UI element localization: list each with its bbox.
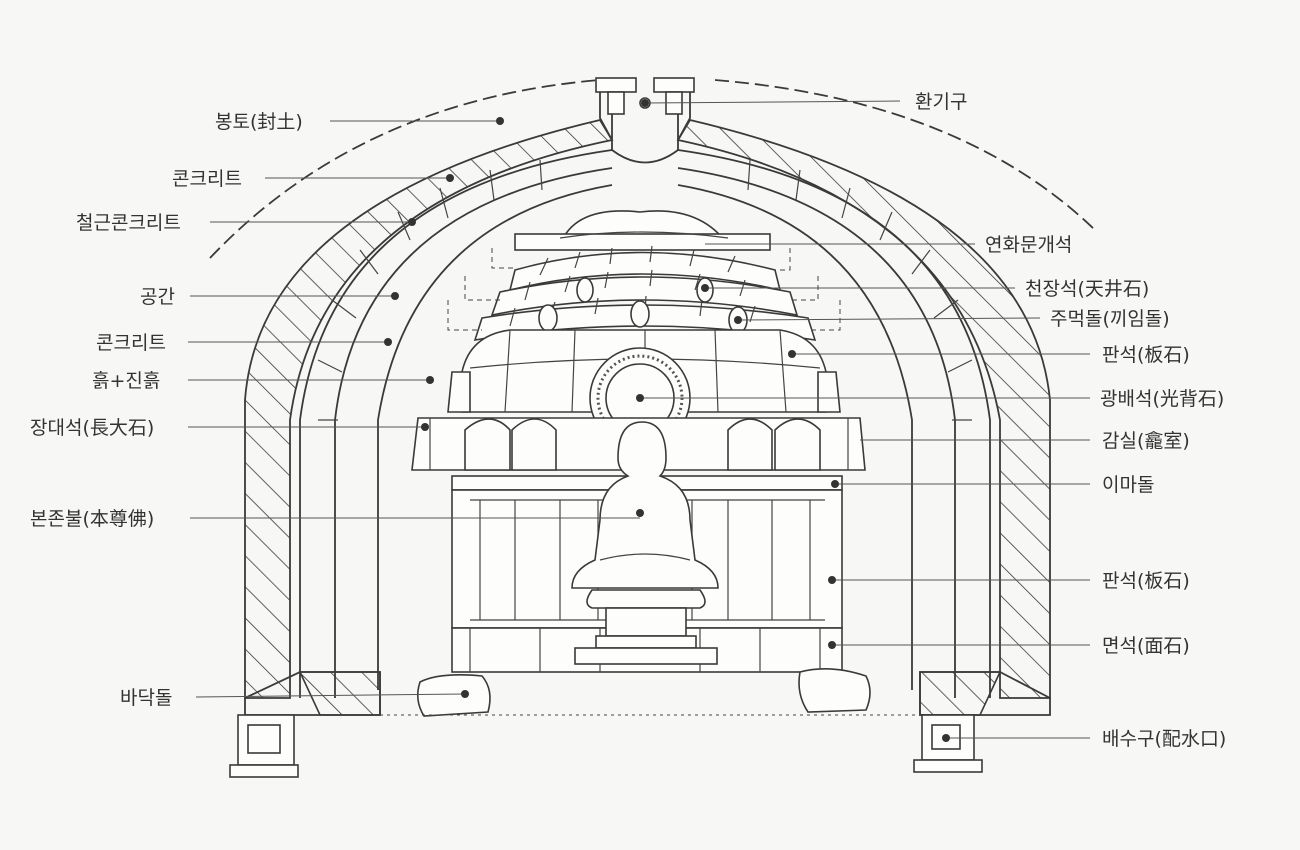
label-space: 공간 (140, 286, 175, 308)
vent-structure (595, 77, 695, 164)
leader-slab-upper: 판석(板石) (788, 344, 1190, 366)
lotus-cover-stone (514, 210, 771, 251)
ceiling-stone-rings (473, 245, 817, 342)
label-rc-concrete: 철근콘크리트 (76, 212, 181, 234)
label-concrete-outer: 콘크리트 (172, 168, 242, 190)
leader-concrete-outer: 콘크리트 (172, 168, 454, 190)
leader-rc-concrete: 철근콘크리트 (76, 212, 416, 234)
leader-drain: 배수구(配水口) (942, 728, 1226, 750)
leader-face-stone: 면석(面石) (828, 635, 1190, 657)
drain-left (229, 714, 299, 778)
label-halo-stone: 광배석(光背石) (1100, 388, 1224, 410)
leader-long-stone: 장대석(長大石) (30, 417, 429, 439)
leader-clay-mix: 흙+진흙 (92, 370, 434, 392)
leader-niche: 감실(龕室) (860, 430, 1190, 452)
drain-right (913, 714, 983, 773)
leader-mound: 봉토(封土) (215, 111, 504, 133)
leader-main-buddha: 본존불(本尊佛) (30, 508, 644, 530)
label-main-buddha: 본존불(本尊佛) (30, 508, 154, 530)
label-mound: 봉토(封土) (215, 111, 303, 133)
leader-concrete-inner: 콘크리트 (96, 332, 392, 354)
dome-space (377, 184, 913, 690)
leader-ceiling-stone: 천장석(天井石) (701, 278, 1149, 300)
leader-floor-stone: 바닥돌 (120, 687, 469, 709)
buddha-statue (571, 421, 719, 665)
label-drain: 배수구(配水口) (1102, 728, 1226, 750)
label-floor-stone: 바닥돌 (120, 687, 172, 709)
leader-slab-lower: 판석(板石) (828, 570, 1190, 592)
label-lintel: 이마돌 (1102, 474, 1154, 496)
label-niche: 감실(龕室) (1102, 430, 1190, 452)
label-lotus-cover: 연화문개석 (985, 234, 1072, 256)
label-wedge-stone: 주먹돌(끼임돌) (1050, 308, 1170, 330)
leader-vent: 환기구 (641, 91, 967, 113)
label-vent: 환기구 (915, 91, 967, 113)
floor-base (244, 668, 1051, 717)
leader-wedge-stone: 주먹돌(끼임돌) (734, 308, 1170, 330)
mound-outline (209, 79, 1096, 259)
label-face-stone: 면석(面石) (1102, 635, 1190, 657)
label-concrete-inner: 콘크리트 (96, 332, 166, 354)
ceiling-guides (447, 248, 841, 331)
leader-lotus-cover: 연화문개석 (705, 234, 1072, 256)
label-clay-mix: 흙+진흙 (92, 370, 160, 392)
label-long-stone: 장대석(長大石) (30, 417, 154, 439)
label-slab-upper: 판석(板石) (1102, 344, 1190, 366)
leader-lintel: 이마돌 (831, 474, 1154, 496)
label-slab-lower: 판석(板石) (1102, 570, 1190, 592)
leader-space: 공간 (140, 286, 399, 308)
leader-halo-stone: 광배석(光背石) (636, 388, 1224, 410)
label-ceiling-stone: 천장석(天井石) (1025, 278, 1149, 300)
